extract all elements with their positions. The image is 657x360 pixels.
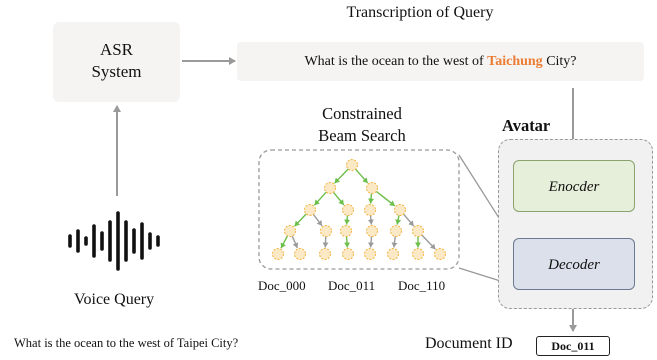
transcription-title: Transcription of Query xyxy=(346,4,494,21)
beam-tree xyxy=(272,159,446,260)
tree-node xyxy=(364,204,376,216)
doc-label-011: Doc_011 xyxy=(328,278,376,293)
transcription-prefix: What is the ocean to the west of xyxy=(304,54,488,69)
tree-edge xyxy=(375,190,396,207)
doc-label-000: Doc_000 xyxy=(258,278,306,293)
tree-node xyxy=(294,248,306,260)
tree-edge xyxy=(291,235,299,249)
tree-edge xyxy=(368,236,374,248)
voice-query-label: Voice Query xyxy=(74,291,155,308)
asr-system-box: ASR System xyxy=(53,22,180,102)
tree-node xyxy=(320,225,332,237)
document-id-value: Doc_011 xyxy=(536,336,610,356)
tree-node xyxy=(366,182,378,194)
tree-edge xyxy=(391,236,398,248)
tree-edge xyxy=(395,215,402,225)
encoder-box: Enocder xyxy=(513,160,635,212)
tree-edge xyxy=(344,215,351,225)
beam-search-title: Constrained Beam Search xyxy=(297,103,427,147)
tree-edge xyxy=(333,168,349,184)
waveform-icon xyxy=(68,211,160,271)
transcription-box: What is the ocean to the west of Taichun… xyxy=(237,42,644,81)
asr-label-line2: System xyxy=(91,62,142,81)
asr-label-line1: ASR xyxy=(99,40,134,59)
tree-edge xyxy=(421,234,437,250)
avatar-label: Avatar xyxy=(502,116,551,135)
tree-node xyxy=(342,204,354,216)
tree-node xyxy=(412,248,424,260)
beam-title-line1: Constrained xyxy=(322,104,402,123)
decoder-box: Decoder xyxy=(513,238,635,290)
tree-edge xyxy=(344,236,350,248)
tree-node xyxy=(412,225,424,237)
tree-edge xyxy=(313,191,327,206)
tree-node xyxy=(434,248,446,260)
tree-node xyxy=(324,182,336,194)
tree-edge xyxy=(403,213,415,227)
doc-label-110: Doc_110 xyxy=(398,278,446,293)
tree-node xyxy=(387,248,399,260)
tree-node xyxy=(284,225,296,237)
tree-node xyxy=(319,248,331,260)
tree-edge xyxy=(332,191,345,206)
beam-title-line2: Beam Search xyxy=(318,126,406,145)
voice-query-text: What is the ocean to the west of Taipei … xyxy=(14,336,239,350)
tree-node xyxy=(342,248,354,260)
tree-edge xyxy=(355,168,369,184)
tree-node xyxy=(340,225,352,237)
tree-edge xyxy=(367,215,374,225)
tree-edge xyxy=(312,213,323,227)
transcription-highlight: Taichung xyxy=(487,54,543,69)
tree-edge xyxy=(293,213,307,227)
tree-node xyxy=(390,225,402,237)
tree-node xyxy=(272,248,284,260)
tree-node xyxy=(346,159,358,171)
beam-search-region xyxy=(258,149,460,270)
tree-node xyxy=(304,204,316,216)
transcription-suffix: City? xyxy=(542,54,577,69)
tree-node xyxy=(394,204,406,216)
tree-node xyxy=(366,225,378,237)
tree-edge xyxy=(368,193,375,204)
document-id-label: Document ID xyxy=(425,335,513,352)
tree-node xyxy=(364,248,376,260)
tree-edge xyxy=(280,235,289,249)
